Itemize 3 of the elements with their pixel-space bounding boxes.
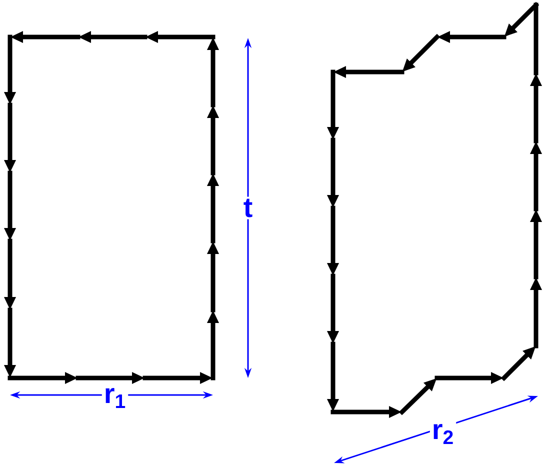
dimension-label: t xyxy=(241,196,255,220)
dimension-label: r$_{1}$ xyxy=(102,386,128,410)
dimension-label: r$_{2}$ xyxy=(430,422,456,446)
